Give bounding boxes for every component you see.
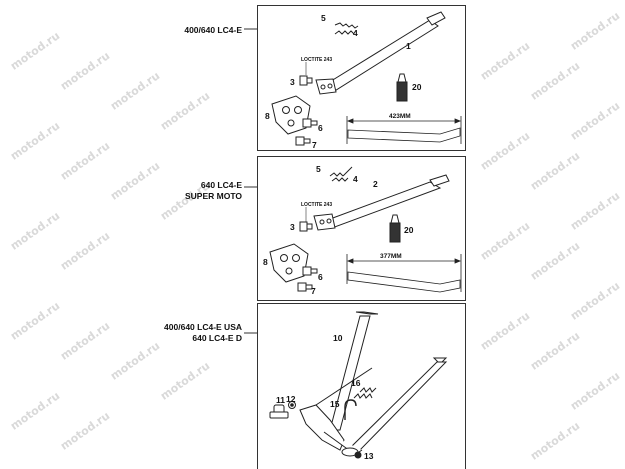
section-1-bracket-8: [271, 95, 311, 135]
section-3-spring-16: [353, 387, 377, 399]
section-3-panel: [257, 303, 466, 469]
callout-6-s2: 6: [318, 272, 323, 282]
section-1-spring-5: [334, 22, 359, 29]
section-3-model-line2: 640 LC4-E D: [192, 333, 242, 343]
section-2-model-line2: SUPER MOTO: [185, 191, 242, 201]
section-1-panel: [257, 5, 466, 151]
section-2-spring-5: [329, 166, 353, 177]
section-3-model-line1: 400/640 LC4-E USA: [164, 322, 242, 332]
section-1-length-diagram: [346, 116, 462, 144]
section-3-cap-11: [269, 404, 289, 419]
section-1-model-line1: 400/640 LC4-E: [184, 25, 242, 35]
section-2-length-diagram: [346, 254, 462, 293]
section-2-panel: [257, 156, 466, 301]
section-2-loctite-tube-20: [389, 214, 401, 243]
callout-4-s2: 4: [353, 174, 358, 184]
callout-8-s2: 8: [263, 257, 268, 267]
section-3-model-label: 400/640 LC4-E USA 640 LC4-E D: [140, 322, 242, 344]
callout-13: 13: [364, 451, 374, 461]
callout-3: 3: [290, 77, 295, 87]
callout-4: 4: [353, 28, 358, 38]
section-2-screw-3: [299, 221, 313, 232]
callout-8: 8: [265, 111, 270, 121]
section-1-bolt-7: [295, 136, 311, 146]
section-1-model-label: 400/640 LC4-E: [150, 25, 242, 36]
section-1-loctite-tube-20: [396, 73, 408, 102]
section-3-nut-13: [354, 451, 362, 459]
section-1-screw-3: [299, 75, 313, 86]
callout-3-s2: 3: [290, 222, 295, 232]
callout-5-s2: 5: [316, 164, 321, 174]
section-2-model-label: 640 LC4-E SUPER MOTO: [150, 180, 242, 202]
callout-7: 7: [312, 140, 317, 150]
section-3-washer-12: [288, 401, 296, 409]
callout-6: 6: [318, 123, 323, 133]
section-2-bolt-7: [297, 282, 313, 292]
section-1-bolt-6: [302, 118, 318, 128]
section-2-spring-4: [331, 177, 349, 182]
measurement-377mm: 377MM: [380, 253, 402, 260]
section-1-spring-4: [334, 30, 355, 35]
loctite-label-2: LOCTITE 243: [301, 202, 332, 208]
section-2-stand-2: [313, 174, 450, 231]
callout-20: 20: [412, 82, 422, 92]
callout-10: 10: [333, 333, 343, 343]
callout-1: 1: [406, 41, 411, 51]
section-2-bolt-6: [302, 266, 318, 276]
section-3-center-stand-10: [299, 311, 448, 457]
section-2-bracket-8: [269, 243, 309, 283]
loctite-label-1: LOCTITE 243: [301, 57, 332, 63]
callout-20-s2: 20: [404, 225, 414, 235]
callout-16: 16: [351, 378, 361, 388]
measurement-423mm: 423MM: [389, 113, 411, 120]
callout-12: 12: [286, 394, 296, 404]
section-1-stand-1: [315, 11, 446, 95]
callout-11: 11: [276, 395, 285, 405]
callout-15: 15: [330, 399, 340, 409]
section-2-model-line1: 640 LC4-E: [200, 180, 242, 190]
callout-5: 5: [321, 13, 326, 23]
section-3-hook-15: [344, 399, 357, 420]
callout-2: 2: [373, 179, 378, 189]
callout-7-s2: 7: [311, 286, 316, 296]
